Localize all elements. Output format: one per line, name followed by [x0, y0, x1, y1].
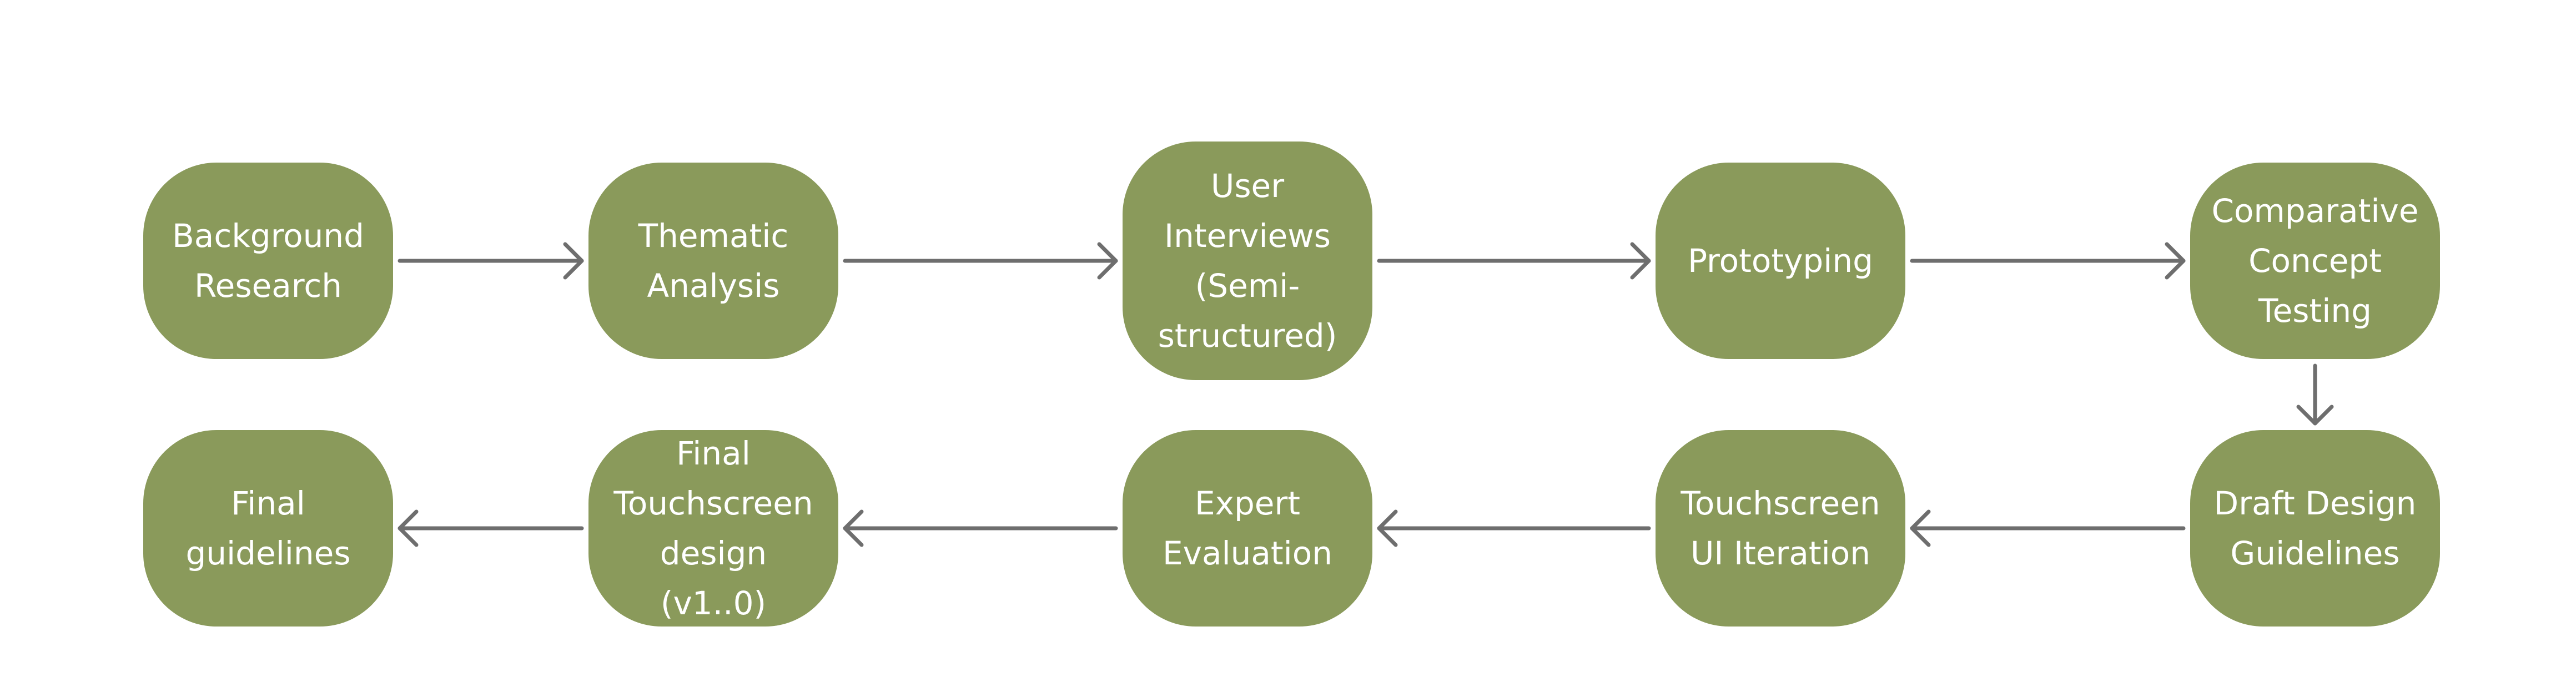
- node-background-research: Background Research: [143, 163, 393, 359]
- arrow-prototyping-to-comparative-concept-testing: [1910, 242, 2186, 280]
- node-label: Prototyping: [1688, 242, 1873, 280]
- node-label: Final guidelines: [185, 484, 351, 572]
- arrow-background-research-to-thematic-analysis: [398, 242, 584, 280]
- node-thematic-analysis: Thematic Analysis: [588, 163, 838, 359]
- node-touchscreen-ui-iteration: Touchscreen UI Iteration: [1656, 430, 1905, 627]
- arrow-head: [398, 509, 419, 547]
- arrow-head: [1097, 242, 1118, 280]
- arrow-head: [1377, 509, 1398, 547]
- node-label: User Interviews (Semi- structured): [1158, 167, 1337, 355]
- arrow-draft-design-guidelines-to-touchscreen-ui-iteration: [1910, 509, 2186, 547]
- arrow-head: [1910, 509, 1931, 547]
- node-label: Background Research: [172, 217, 365, 305]
- arrow-user-interviews-to-prototyping: [1377, 242, 1651, 280]
- arrow-thematic-analysis-to-user-interviews: [843, 242, 1118, 280]
- node-draft-design-guidelines: Draft Design Guidelines: [2190, 430, 2440, 627]
- node-label: Expert Evaluation: [1162, 484, 1333, 572]
- arrow-comparative-concept-testing-to-draft-design-guidelines: [2296, 363, 2334, 426]
- node-user-interviews: User Interviews (Semi- structured): [1123, 142, 1372, 380]
- node-expert-evaluation: Expert Evaluation: [1123, 430, 1372, 627]
- arrow-head: [563, 242, 584, 280]
- node-label: Touchscreen UI Iteration: [1681, 484, 1880, 572]
- node-prototyping: Prototyping: [1656, 163, 1905, 359]
- node-label: Final Touchscreen design (v1..0): [613, 435, 813, 622]
- node-final-touchscreen-design: Final Touchscreen design (v1..0): [588, 430, 838, 627]
- arrow-head: [2296, 405, 2334, 426]
- arrow-head: [843, 509, 864, 547]
- arrow-head: [2165, 242, 2186, 280]
- node-comparative-concept-testing: Comparative Concept Testing: [2190, 163, 2440, 359]
- node-label: Comparative Concept Testing: [2211, 192, 2419, 330]
- node-label: Draft Design Guidelines: [2213, 484, 2417, 572]
- node-label: Thematic Analysis: [638, 217, 789, 305]
- arrow-head: [1630, 242, 1651, 280]
- arrow-final-touchscreen-design-to-final-guidelines: [398, 509, 584, 547]
- arrow-touchscreen-ui-iteration-to-expert-evaluation: [1377, 509, 1651, 547]
- arrow-expert-evaluation-to-final-touchscreen-design: [843, 509, 1118, 547]
- node-final-guidelines: Final guidelines: [143, 430, 393, 627]
